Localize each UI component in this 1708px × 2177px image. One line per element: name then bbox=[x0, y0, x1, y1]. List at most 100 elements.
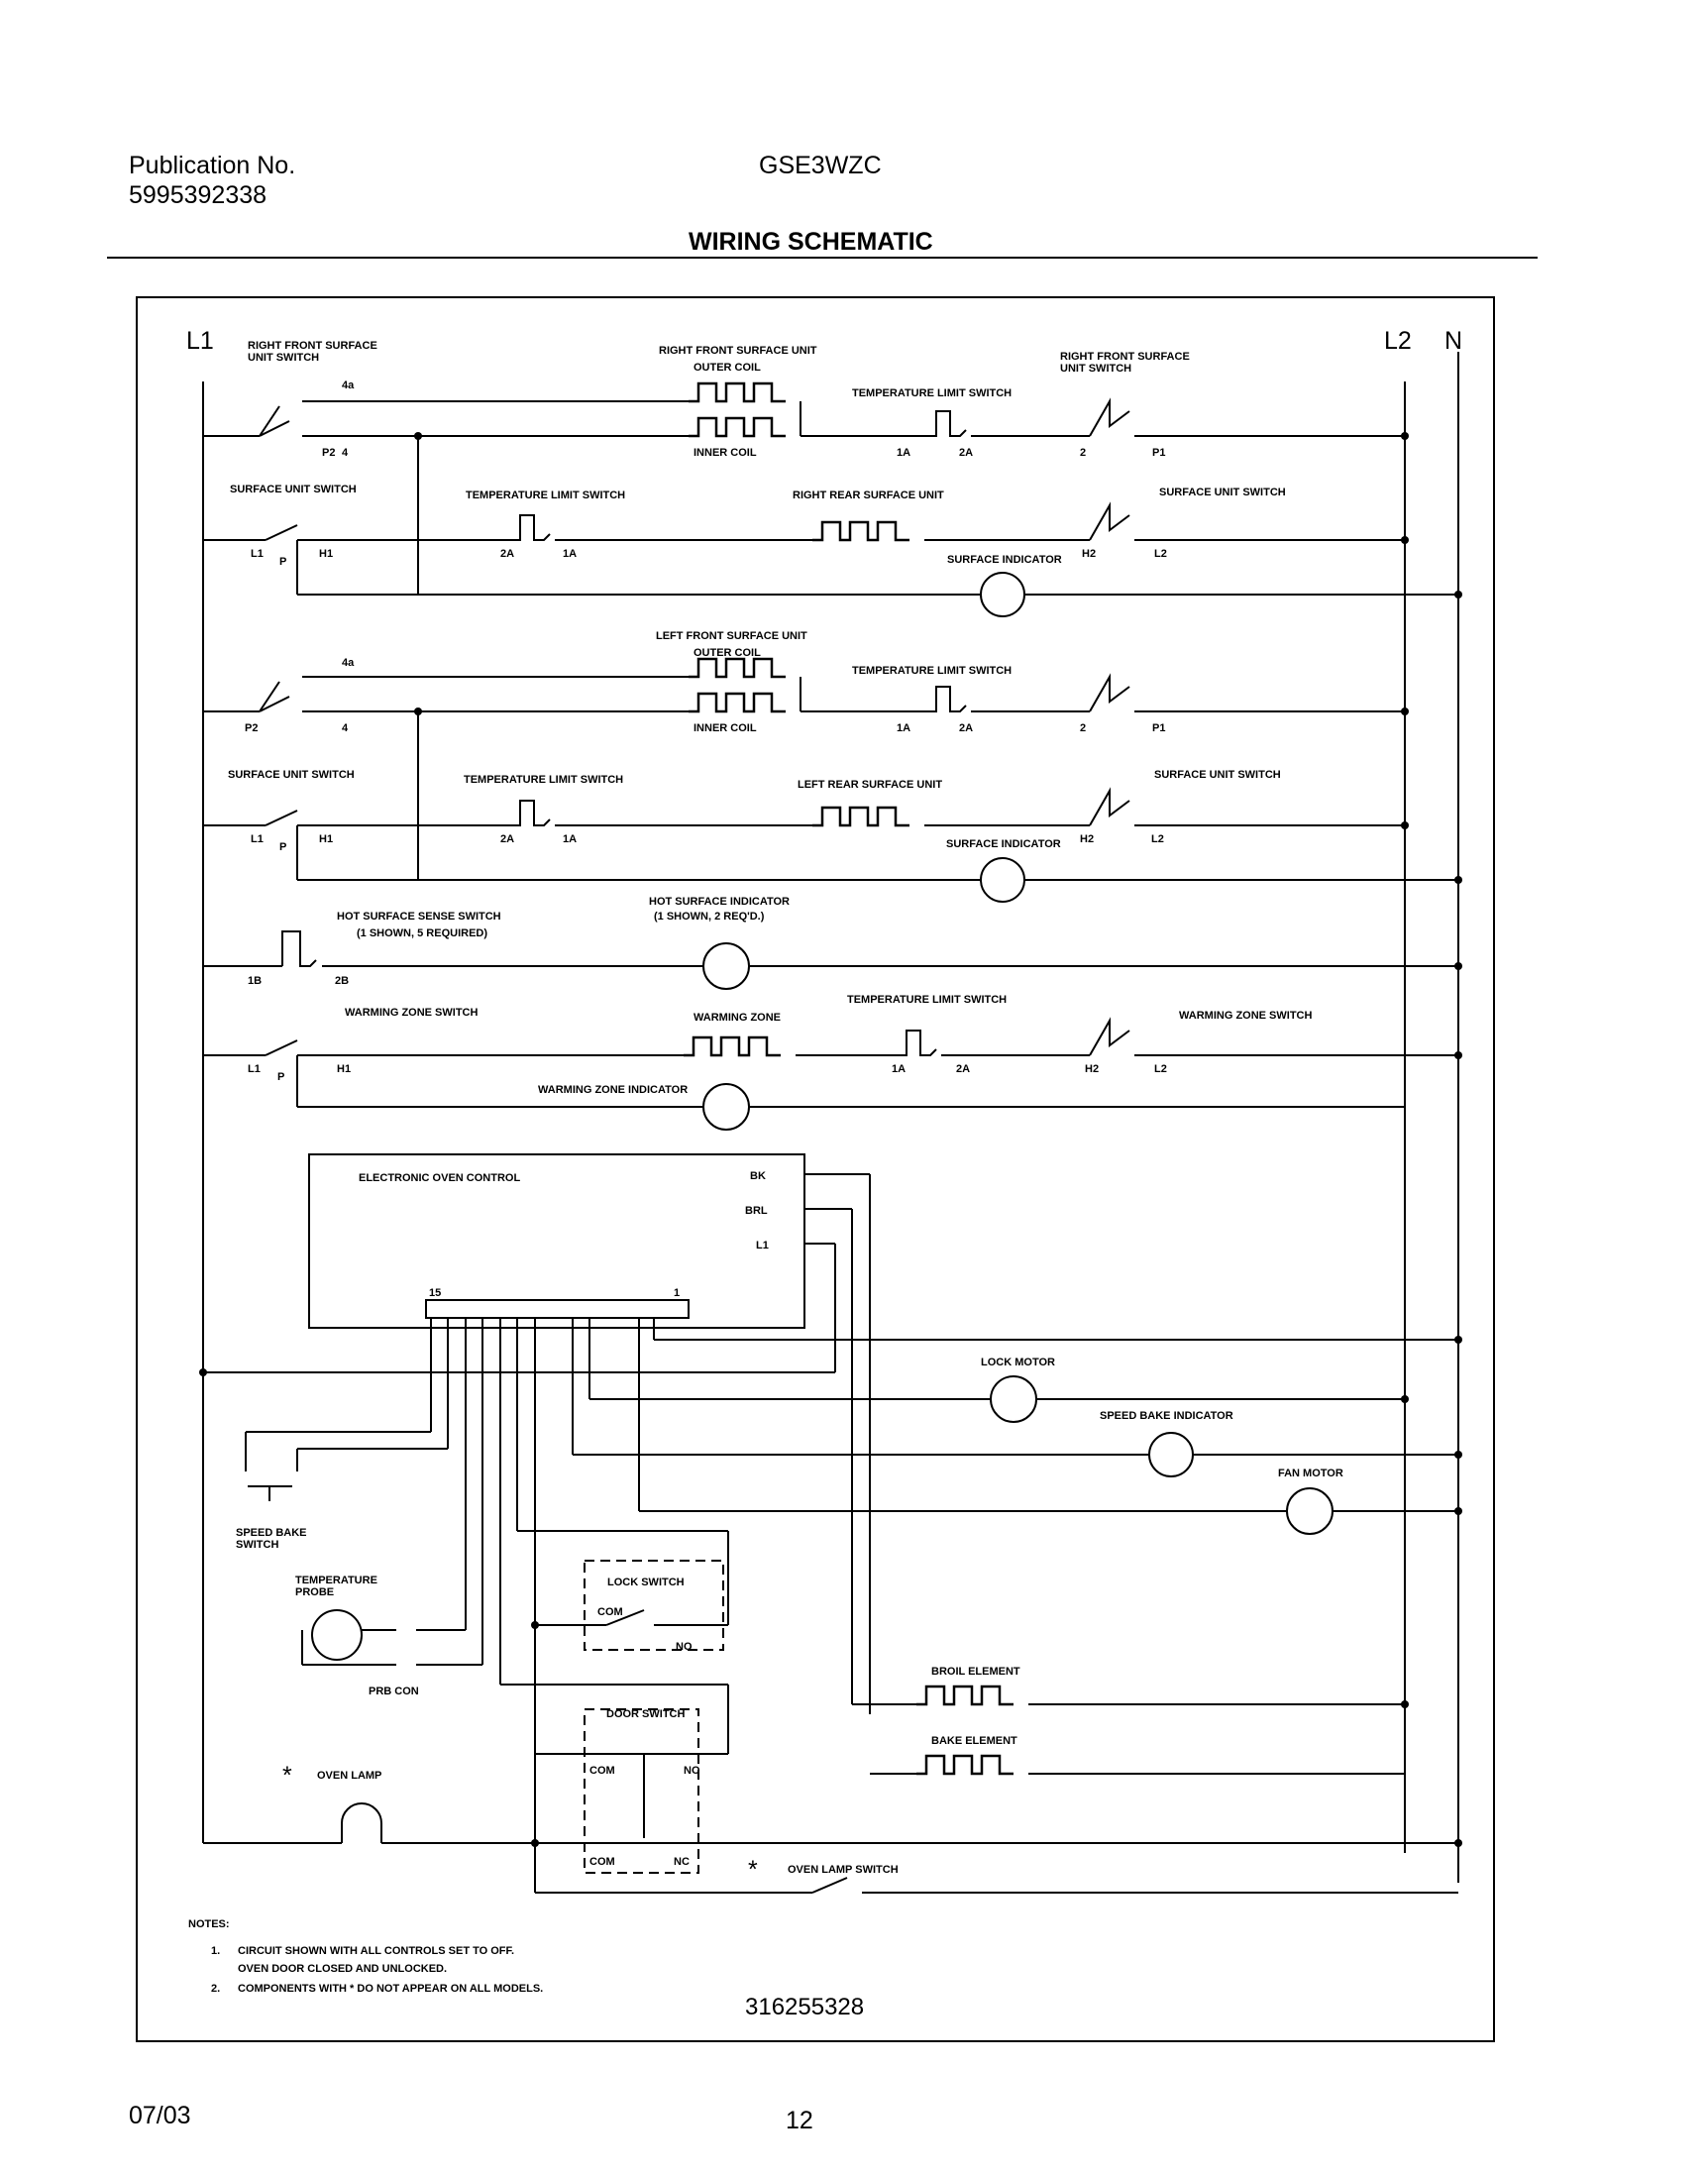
bus-l1-label: L1 bbox=[186, 327, 214, 355]
outer-coil-label: OUTER COIL bbox=[694, 362, 761, 374]
right-rear-unit-label: RIGHT REAR SURFACE UNIT bbox=[793, 490, 944, 501]
terminal-2a: 2A bbox=[959, 447, 973, 459]
temp-limit-switch-label-2: TEMPERATURE LIMIT SWITCH bbox=[466, 490, 625, 501]
surface-unit-switch-label-1: SURFACE UNIT SWITCH bbox=[230, 484, 357, 495]
notes-heading: NOTES: bbox=[188, 1918, 230, 1930]
prb-con-label: PRB CON bbox=[369, 1686, 419, 1697]
model-number: GSE3WZC bbox=[759, 152, 882, 179]
oven-lamp-switch-asterisk: * bbox=[748, 1856, 758, 1884]
footer-page-number: 12 bbox=[786, 2107, 813, 2134]
surface-unit-switch-label-4: SURFACE UNIT SWITCH bbox=[1154, 769, 1281, 781]
terminal-l2-r2: L2 bbox=[1154, 548, 1167, 560]
terminal-p-r2: P bbox=[279, 556, 286, 568]
warming-zone-switch-label: WARMING ZONE SWITCH bbox=[345, 1007, 478, 1019]
bus-n-label: N bbox=[1444, 327, 1462, 355]
terminal-2a-r2: 2A bbox=[500, 548, 514, 560]
broil-element-label: BROIL ELEMENT bbox=[931, 1666, 1020, 1678]
terminal-1a-r6: 1A bbox=[892, 1063, 906, 1075]
hot-surface-sense-switch-label: HOT SURFACE SENSE SWITCH bbox=[337, 911, 501, 923]
note-2-line-1: COMPONENTS WITH * DO NOT APPEAR ON ALL M… bbox=[238, 1983, 543, 1995]
door-switch-com-top: COM bbox=[589, 1765, 615, 1777]
terminal-p1-r3: P1 bbox=[1152, 722, 1165, 734]
terminal-p2-r3: P2 bbox=[245, 722, 258, 734]
terminal-4a: 4a bbox=[342, 380, 355, 391]
terminal-2: 2 bbox=[1080, 447, 1086, 459]
speed-bake-indicator-label: SPEED BAKE INDICATOR bbox=[1100, 1410, 1233, 1422]
terminal-1a-r2: 1A bbox=[563, 548, 577, 560]
warming-zone-indicator-label: WARMING ZONE INDICATOR bbox=[538, 1084, 688, 1096]
terminal-2a-r6: 2A bbox=[956, 1063, 970, 1075]
temp-limit-switch-label-5: TEMPERATURE LIMIT SWITCH bbox=[847, 994, 1007, 1006]
left-rear-unit-label: LEFT REAR SURFACE UNIT bbox=[798, 779, 942, 791]
note-1-number: 1. bbox=[211, 1945, 220, 1957]
terminal-1b: 1B bbox=[248, 975, 262, 987]
footer-date: 07/03 bbox=[129, 2102, 191, 2129]
electronic-oven-control-label: ELECTRONIC OVEN CONTROL bbox=[359, 1172, 520, 1184]
left-front-unit-label: LEFT FRONT SURFACE UNIT bbox=[656, 630, 807, 642]
terminal-h1-r2: H1 bbox=[319, 548, 333, 560]
door-switch-nc: NC bbox=[674, 1856, 690, 1868]
terminal-l1-r4: L1 bbox=[251, 833, 264, 845]
inner-coil-label-2: INNER COIL bbox=[694, 722, 757, 734]
terminal-bk: BK bbox=[750, 1170, 766, 1182]
warming-zone-label: WARMING ZONE bbox=[694, 1012, 781, 1024]
inner-coil-label: INNER COIL bbox=[694, 447, 757, 459]
terminal-brl: BRL bbox=[745, 1205, 768, 1217]
terminal-l2-r6: L2 bbox=[1154, 1063, 1167, 1075]
bake-element-label: BAKE ELEMENT bbox=[931, 1735, 1017, 1747]
lock-switch-label: LOCK SWITCH bbox=[607, 1577, 685, 1588]
terminal-h2-r2: H2 bbox=[1082, 548, 1096, 560]
surface-indicator-label-1: SURFACE INDICATOR bbox=[947, 554, 1062, 566]
temp-limit-switch-label-4: TEMPERATURE LIMIT SWITCH bbox=[464, 774, 623, 786]
header-rule bbox=[107, 257, 1538, 259]
terminal-h1-r4: H1 bbox=[319, 833, 333, 845]
bus-l2-label: L2 bbox=[1384, 327, 1412, 355]
temp-limit-switch-label-1: TEMPERATURE LIMIT SWITCH bbox=[852, 387, 1012, 399]
lock-switch-com: COM bbox=[597, 1606, 623, 1618]
hot-surface-sense-note: (1 SHOWN, 5 REQUIRED) bbox=[357, 927, 487, 939]
pin-15-label: 15 bbox=[429, 1287, 441, 1299]
terminal-l1-r2: L1 bbox=[251, 548, 264, 560]
temp-limit-switch-label-3: TEMPERATURE LIMIT SWITCH bbox=[852, 665, 1012, 677]
terminal-l1-eoc: L1 bbox=[756, 1240, 769, 1252]
hot-surface-indicator-note: (1 SHOWN, 2 REQ'D.) bbox=[654, 911, 765, 923]
rf-unit-title: RIGHT FRONT SURFACE UNIT bbox=[659, 345, 817, 357]
page-title: WIRING SCHEMATIC bbox=[689, 228, 933, 256]
oven-lamp-label: OVEN LAMP bbox=[317, 1770, 381, 1782]
terminal-1a-r3: 1A bbox=[897, 722, 910, 734]
warming-zone-switch-label-right: WARMING ZONE SWITCH bbox=[1179, 1010, 1312, 1022]
terminal-h2-r4: H2 bbox=[1080, 833, 1094, 845]
terminal-4a-r3: 4a bbox=[342, 657, 355, 669]
surface-indicator-label-2: SURFACE INDICATOR bbox=[946, 838, 1061, 850]
diagram-part-number: 316255328 bbox=[745, 1994, 864, 2020]
terminal-2b: 2B bbox=[335, 975, 349, 987]
note-1-line-2: OVEN DOOR CLOSED AND UNLOCKED. bbox=[238, 1963, 447, 1975]
terminal-4-r3: 4 bbox=[342, 722, 349, 734]
surface-unit-switch-label-2: SURFACE UNIT SWITCH bbox=[1159, 487, 1286, 498]
terminal-l2-r4: L2 bbox=[1151, 833, 1164, 845]
outer-coil-label-2: OUTER COIL bbox=[694, 647, 761, 659]
oven-lamp-asterisk: * bbox=[282, 1762, 292, 1790]
terminal-p1: P1 bbox=[1152, 447, 1165, 459]
terminal-h2-r6: H2 bbox=[1085, 1063, 1099, 1075]
terminal-p-r6: P bbox=[277, 1071, 284, 1083]
pin-1-label: 1 bbox=[674, 1287, 680, 1299]
oven-lamp-switch-label: OVEN LAMP SWITCH bbox=[788, 1864, 899, 1876]
terminal-p-r4: P bbox=[279, 841, 286, 853]
terminal-l1-r6: L1 bbox=[248, 1063, 261, 1075]
surface-unit-switch-label-3: SURFACE UNIT SWITCH bbox=[228, 769, 355, 781]
note-1-line-1: CIRCUIT SHOWN WITH ALL CONTROLS SET TO O… bbox=[238, 1945, 514, 1957]
terminal-1a: 1A bbox=[897, 447, 910, 459]
note-2-number: 2. bbox=[211, 1983, 220, 1995]
terminal-1a-r4: 1A bbox=[563, 833, 577, 845]
door-switch-label: DOOR SWITCH bbox=[606, 1708, 685, 1720]
publication-number: 5995392338 bbox=[129, 181, 267, 209]
fan-motor-label: FAN MOTOR bbox=[1278, 1468, 1343, 1479]
lock-motor-label: LOCK MOTOR bbox=[981, 1357, 1055, 1368]
hot-surface-indicator-label: HOT SURFACE INDICATOR bbox=[649, 896, 790, 908]
